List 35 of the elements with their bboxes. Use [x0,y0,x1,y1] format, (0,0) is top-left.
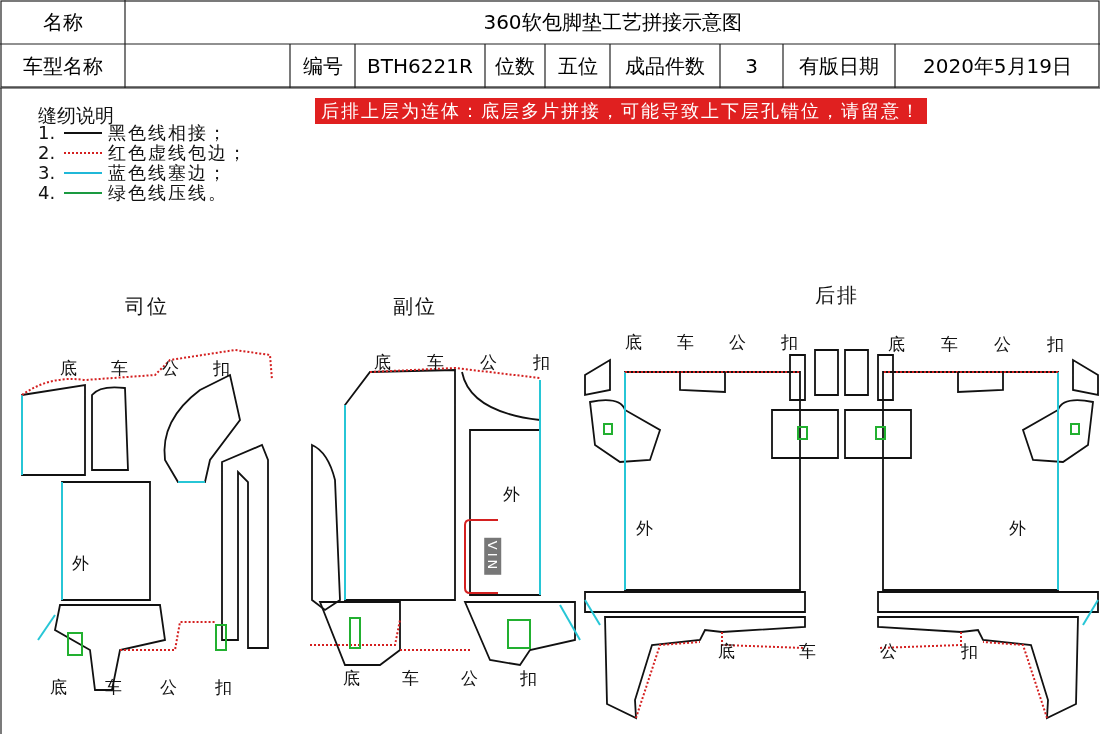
legend-number: 3. [38,164,56,182]
table-cell: 五位 [557,52,598,80]
part-label: 底车公扣 [60,360,264,377]
header-cell: 编号 [302,52,343,80]
table-title: 360软包脚垫工艺拼接示意图 [483,8,742,36]
legend-text: 蓝色线塞边； [108,164,228,182]
panel-title: 副位 [393,296,437,316]
part-label: 外 [503,486,520,503]
legend-text: 红色虚线包边； [108,144,248,162]
part-label: 外 [72,555,89,572]
legend-number: 2. [38,144,56,162]
legend-heading: 缝纫说明 [38,106,114,125]
header-cell: 车型名称 [22,52,103,80]
panel-title: 司位 [125,296,169,316]
vin-label: VIN [484,537,502,576]
table-cell: 3 [745,54,758,78]
part-label: 底车公扣 [625,334,833,351]
legend-text: 黑色线相接； [108,124,228,142]
legend-number: 1. [38,124,56,142]
legend-text: 绿色线压线。 [108,184,228,202]
legend-number: 4. [38,184,56,202]
part-label: 底车公扣 [343,670,579,687]
header-cell: 位数 [495,52,535,80]
table-cell: 2020年5月19日 [922,52,1073,80]
part-label: 底车公扣 [888,336,1100,353]
table-cell: BTH6221R [367,54,473,78]
part-label: 外 [636,520,653,537]
warning-banner: 后排上层为连体：底层多片拼接，可能导致上下层孔错位，请留意！ [315,98,927,124]
part-label: 底车公扣 [374,354,586,371]
header-cell: 名称 [42,8,83,36]
part-label: 外 [1009,520,1026,537]
header-cell: 成品件数 [625,52,705,80]
part-label: 底车公扣 [718,643,1042,660]
header-cell: 有版日期 [799,52,879,80]
panel-title: 后排 [815,285,859,305]
